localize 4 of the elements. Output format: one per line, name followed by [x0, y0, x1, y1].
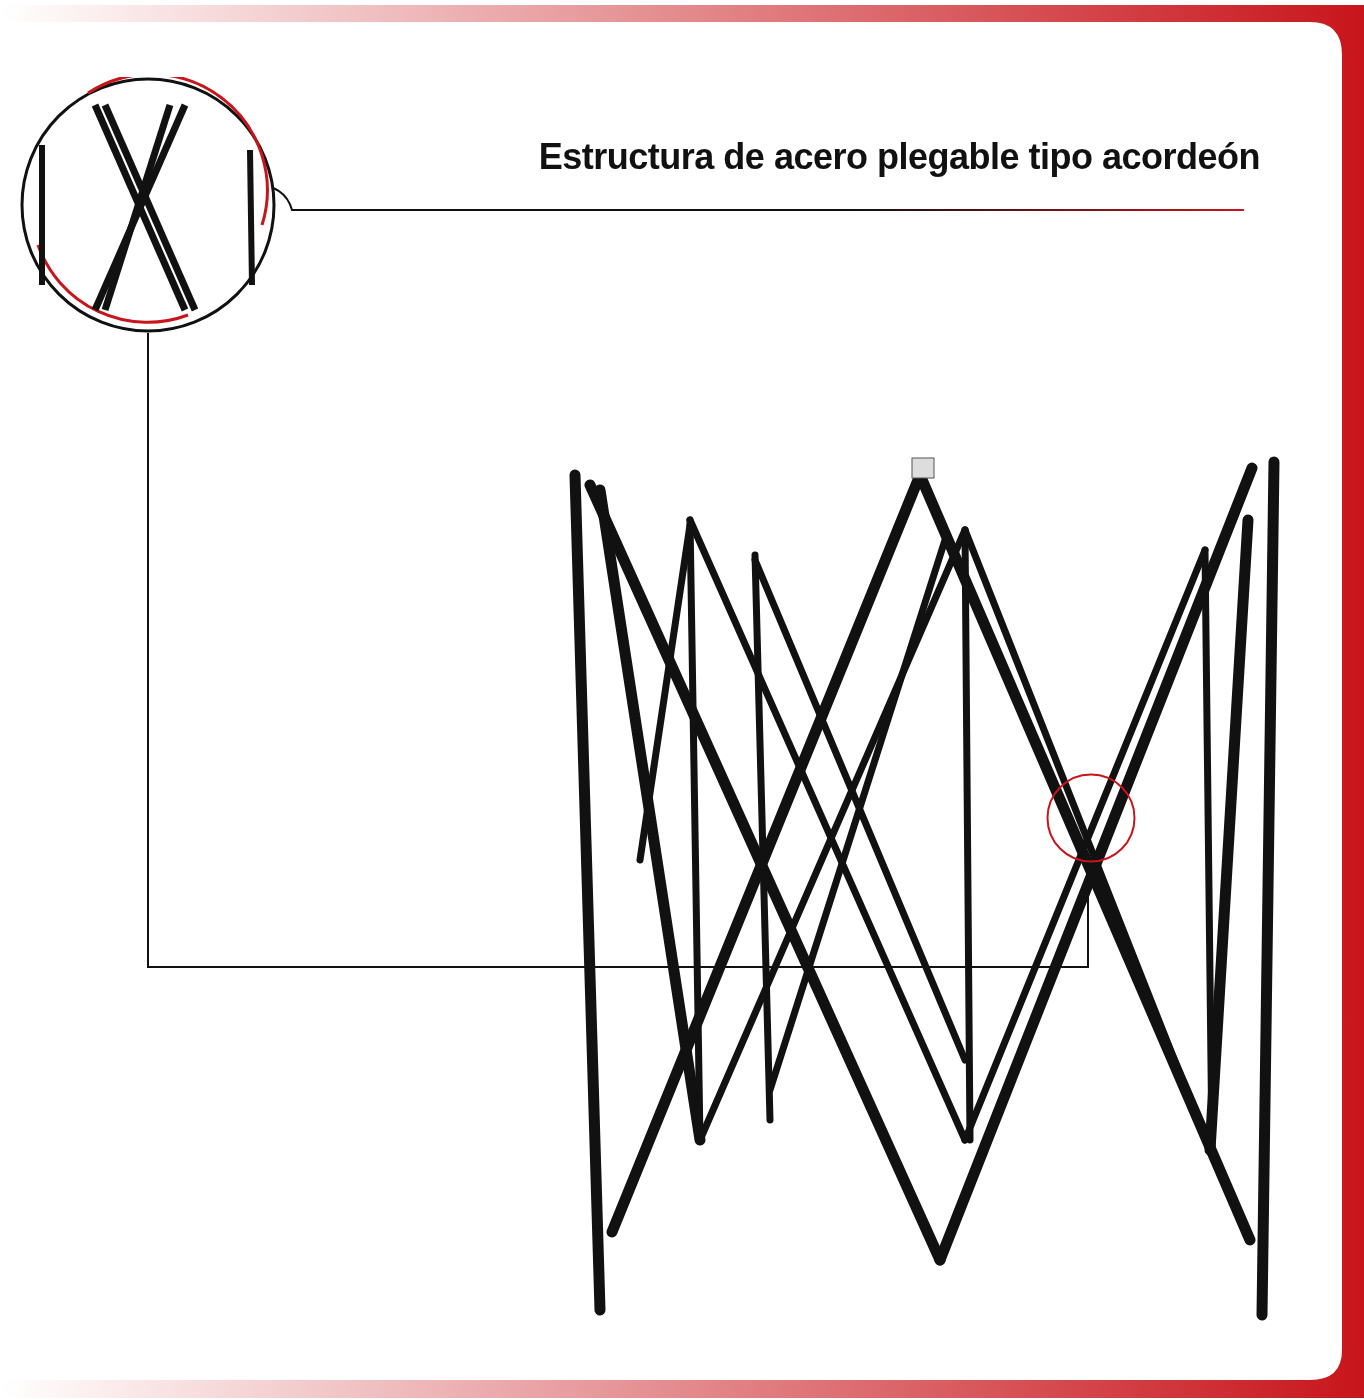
leader-line [147, 332, 1089, 968]
zoom-inset-picture [20, 77, 276, 333]
title: Estructura de acero plegable tipo acordeón [537, 136, 1260, 178]
highlight-circle [1046, 773, 1136, 863]
